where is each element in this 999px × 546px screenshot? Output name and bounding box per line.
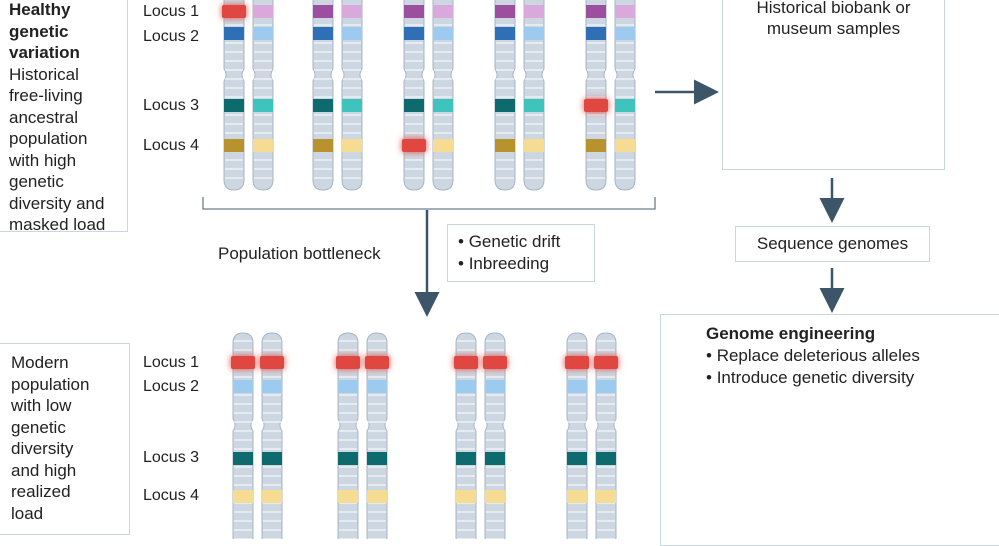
- genome-engineering-box: Genome engineering Replace deleterious a…: [660, 314, 999, 546]
- ancestral-desc-1: Historical: [9, 64, 79, 84]
- population-bracket: [202, 197, 656, 210]
- locus-label-3-top: Locus 3: [143, 97, 200, 114]
- ancestral-desc-3: ancestral: [9, 107, 78, 127]
- biobank-line-2: museum samples: [766, 19, 901, 38]
- ancestral-chromosome-3a: [402, 0, 426, 191]
- modern-chromosome-3a: [454, 332, 478, 539]
- ancestral-chromosome-4b: [523, 0, 545, 191]
- ancestral-desc-5: with high: [9, 150, 77, 170]
- ancestral-chromosome-1a: [222, 0, 246, 191]
- ancestral-chromosome-5b: [614, 0, 636, 191]
- healthy-title-1: Healthy: [9, 0, 71, 19]
- modern-chromosome-1b: [260, 332, 284, 539]
- ancestral-desc-2: free-living: [9, 86, 83, 105]
- modern-desc-3: with low: [11, 396, 72, 415]
- modern-chromosome-2b: [365, 332, 389, 539]
- driver-inbreeding: Inbreeding: [458, 253, 594, 275]
- biobank-box: Historical biobank or museum samples: [722, 0, 945, 170]
- engineering-item-1: Replace deleterious alleles: [706, 345, 920, 367]
- healthy-title-2: genetic: [9, 21, 69, 41]
- ancestral-population-box: Healthy genetic variation Historical fre…: [0, 0, 128, 234]
- ancestral-chromosome-1b: [252, 0, 274, 191]
- modern-chromosomes: [231, 332, 618, 539]
- modern-chromosome-4b: [594, 332, 618, 539]
- modern-desc-4: genetic: [11, 417, 66, 437]
- modern-chromosome-3b: [483, 332, 507, 539]
- drivers-box: Genetic drift Inbreeding: [447, 224, 595, 282]
- modern-desc-5: diversity: [11, 439, 74, 458]
- locus-label-1-top: Locus 1: [143, 3, 200, 20]
- ancestral-desc-8: masked load: [9, 215, 106, 234]
- biobank-line-1: Historical biobank or: [756, 0, 911, 17]
- engineering-item-2: Introduce genetic diversity: [706, 367, 920, 389]
- ancestral-chromosome-3b: [432, 0, 454, 191]
- modern-population-box: Modern population with low genetic diver…: [0, 343, 130, 535]
- ancestral-chromosome-2a: [312, 0, 334, 191]
- modern-chromosome-1a: [231, 332, 255, 539]
- locus-label-4-bottom: Locus 4: [143, 487, 200, 504]
- engineering-title: Genome engineering: [706, 324, 876, 343]
- modern-desc-1: Modern: [11, 353, 69, 372]
- locus-label-2-top: Locus 2: [143, 28, 200, 45]
- ancestral-desc-7: diversity and: [9, 193, 105, 213]
- modern-chromosome-2a: [336, 332, 360, 539]
- ancestral-desc-4: population: [9, 129, 88, 148]
- ancestral-chromosome-5a: [584, 0, 608, 191]
- modern-desc-2: population: [11, 374, 90, 394]
- healthy-title-3: variation: [9, 43, 80, 62]
- sequence-genomes-label: Sequence genomes: [756, 234, 909, 253]
- locus-label-4-top: Locus 4: [143, 137, 200, 154]
- sequence-genomes-box: Sequence genomes: [735, 226, 930, 262]
- modern-chromosome-4a: [565, 332, 589, 539]
- ancestral-chromosome-2b: [341, 0, 363, 191]
- ancestral-desc-6: genetic: [9, 172, 64, 191]
- locus-label-3-bottom: Locus 3: [143, 449, 200, 466]
- ancestral-chromosomes: [222, 0, 636, 191]
- modern-desc-6: and high: [11, 460, 77, 480]
- bottleneck-label: Population bottleneck: [218, 244, 381, 263]
- modern-desc-8: load: [11, 503, 44, 523]
- modern-desc-7: realized: [11, 482, 71, 501]
- locus-label-2-bottom: Locus 2: [143, 378, 200, 395]
- ancestral-chromosome-4a: [494, 0, 516, 191]
- driver-genetic-drift: Genetic drift: [458, 231, 594, 253]
- locus-label-1-bottom: Locus 1: [143, 354, 200, 371]
